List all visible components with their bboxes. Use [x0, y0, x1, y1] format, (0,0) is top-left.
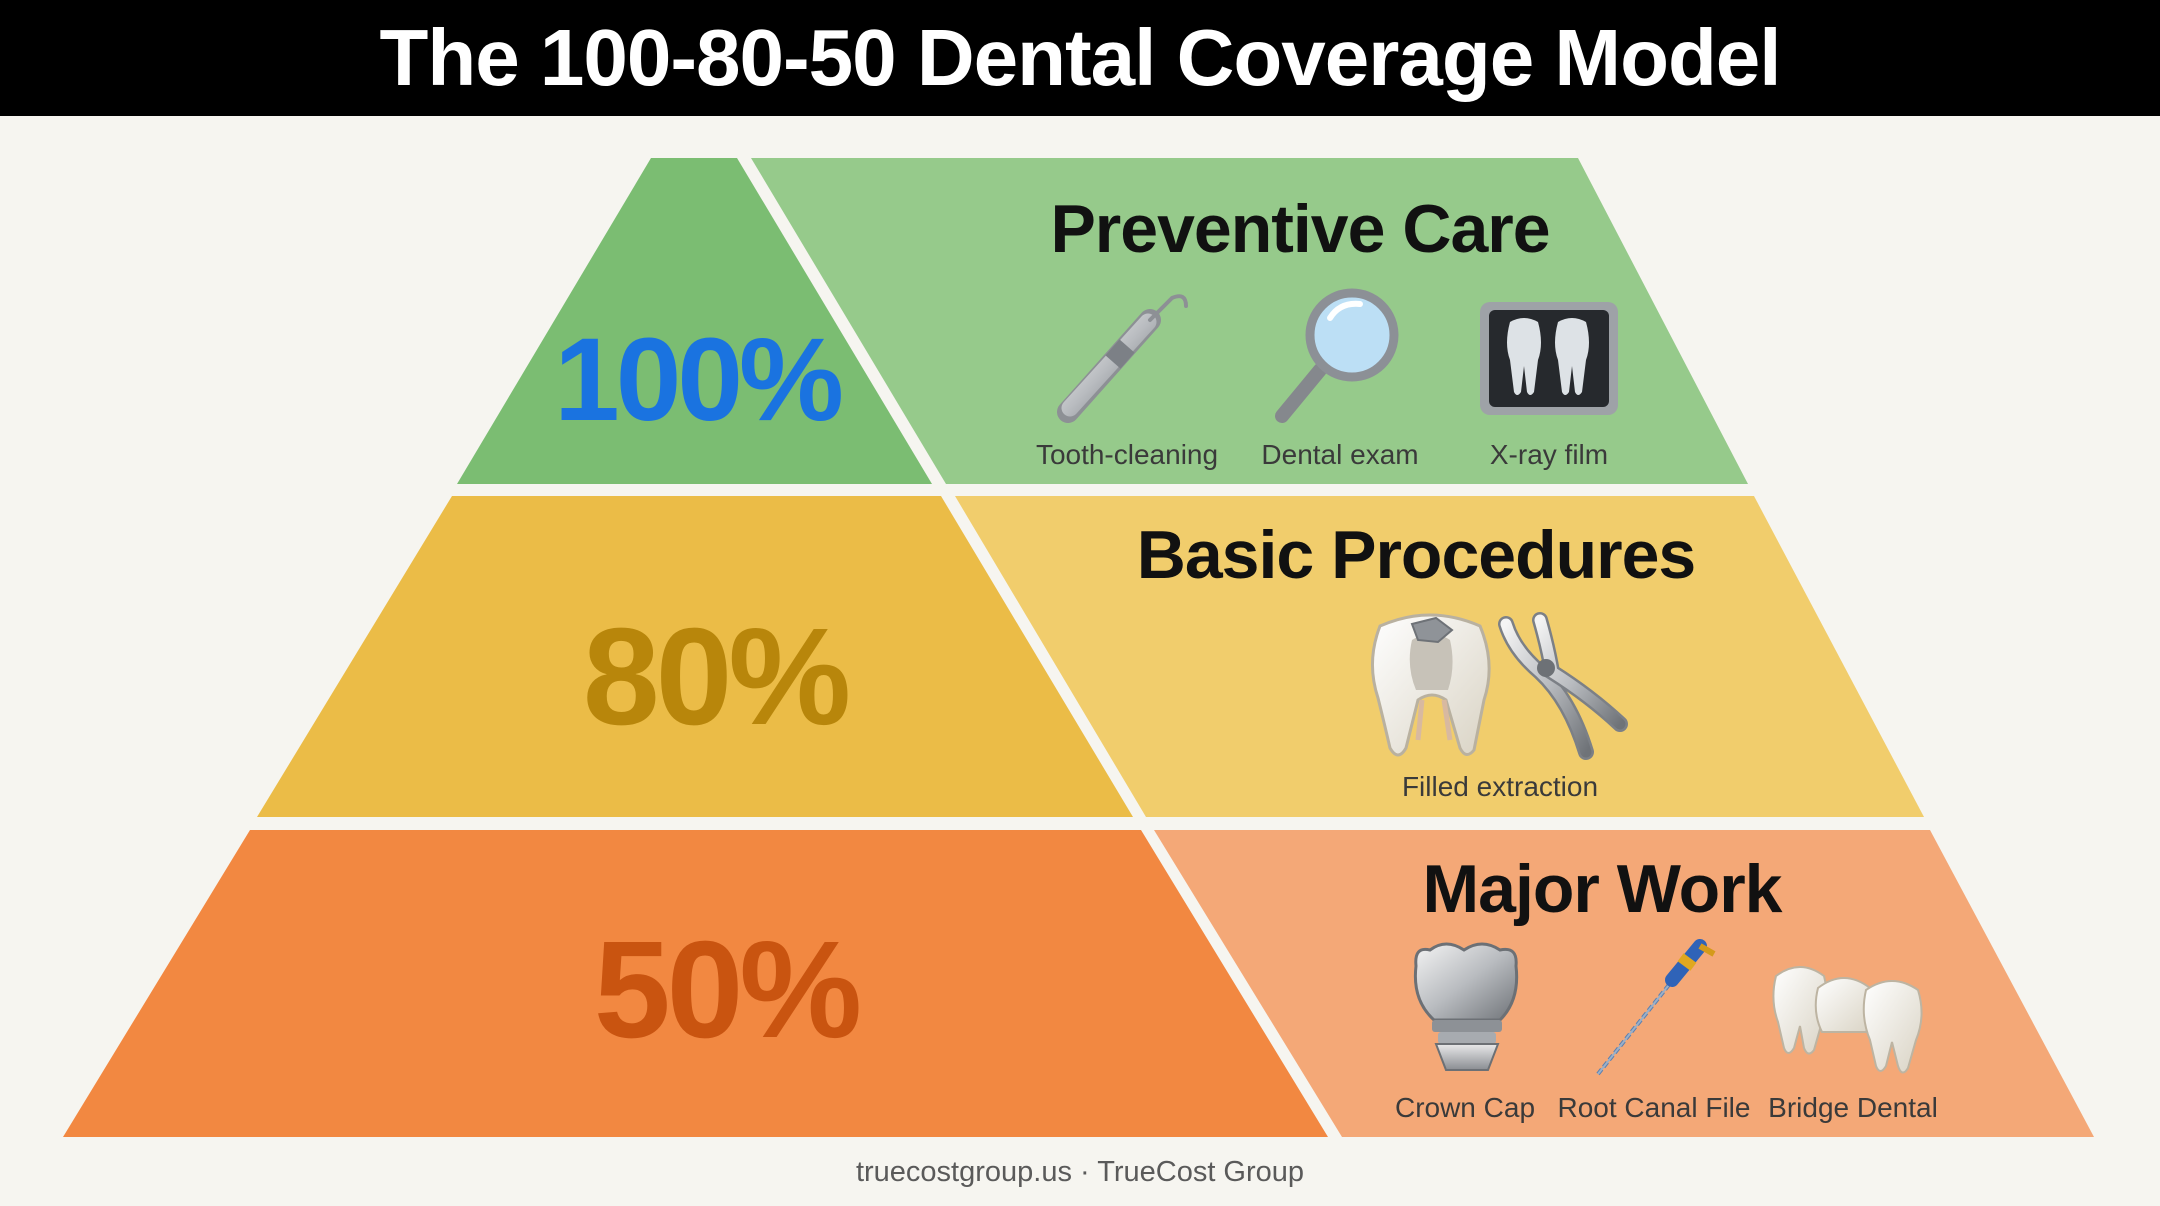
tier-preventive-percent-panel [457, 158, 932, 484]
icon-label: X-ray film [1490, 439, 1608, 470]
tier-major-percent: 50% [594, 913, 859, 1067]
tier-preventive-percent: 100% [554, 314, 841, 446]
magnifying-glass-icon [1275, 288, 1399, 423]
tier-preventive: 100% Preventive Care Tooth-cleaning Dent… [457, 158, 1748, 484]
dental-scaler-icon [1057, 294, 1188, 423]
page-title: The 100-80-50 Dental Coverage Model [0, 0, 2160, 116]
xray-film-icon [1480, 302, 1618, 415]
icon-label: Crown Cap [1395, 1092, 1535, 1123]
icon-label: Root Canal File [1558, 1092, 1751, 1123]
icon-label: Filled extraction [1402, 771, 1598, 802]
tier-basic-percent-panel [257, 496, 1133, 817]
crown-cap-icon [1413, 942, 1519, 1071]
icon-label: Dental exam [1261, 439, 1418, 470]
footer-credit: truecostgroup.us · TrueCost Group [855, 1156, 1305, 1188]
icon-label: Bridge Dental [1768, 1092, 1938, 1123]
tier-basic-percent: 80% [583, 600, 848, 754]
extraction-forceps-icon [1498, 612, 1628, 760]
tier-basic-title: Basic Procedures [1137, 517, 1696, 593]
dental-bridge-icon [1772, 966, 1923, 1074]
filled-tooth-icon [1370, 613, 1491, 757]
tier-preventive-title: Preventive Care [1050, 191, 1549, 267]
tier-major-detail-panel [1154, 830, 2094, 1137]
tier-basic: 80% Basic Procedures Filled extraction [257, 496, 1924, 817]
root-canal-file-icon [1596, 939, 1716, 1076]
icon-label: Tooth-cleaning [1036, 439, 1218, 470]
tier-major-title: Major Work [1422, 851, 1782, 927]
tier-major-percent-panel [63, 830, 1328, 1137]
tier-major: 50% Major Work Crown Cap Root Canal File… [63, 830, 2094, 1137]
